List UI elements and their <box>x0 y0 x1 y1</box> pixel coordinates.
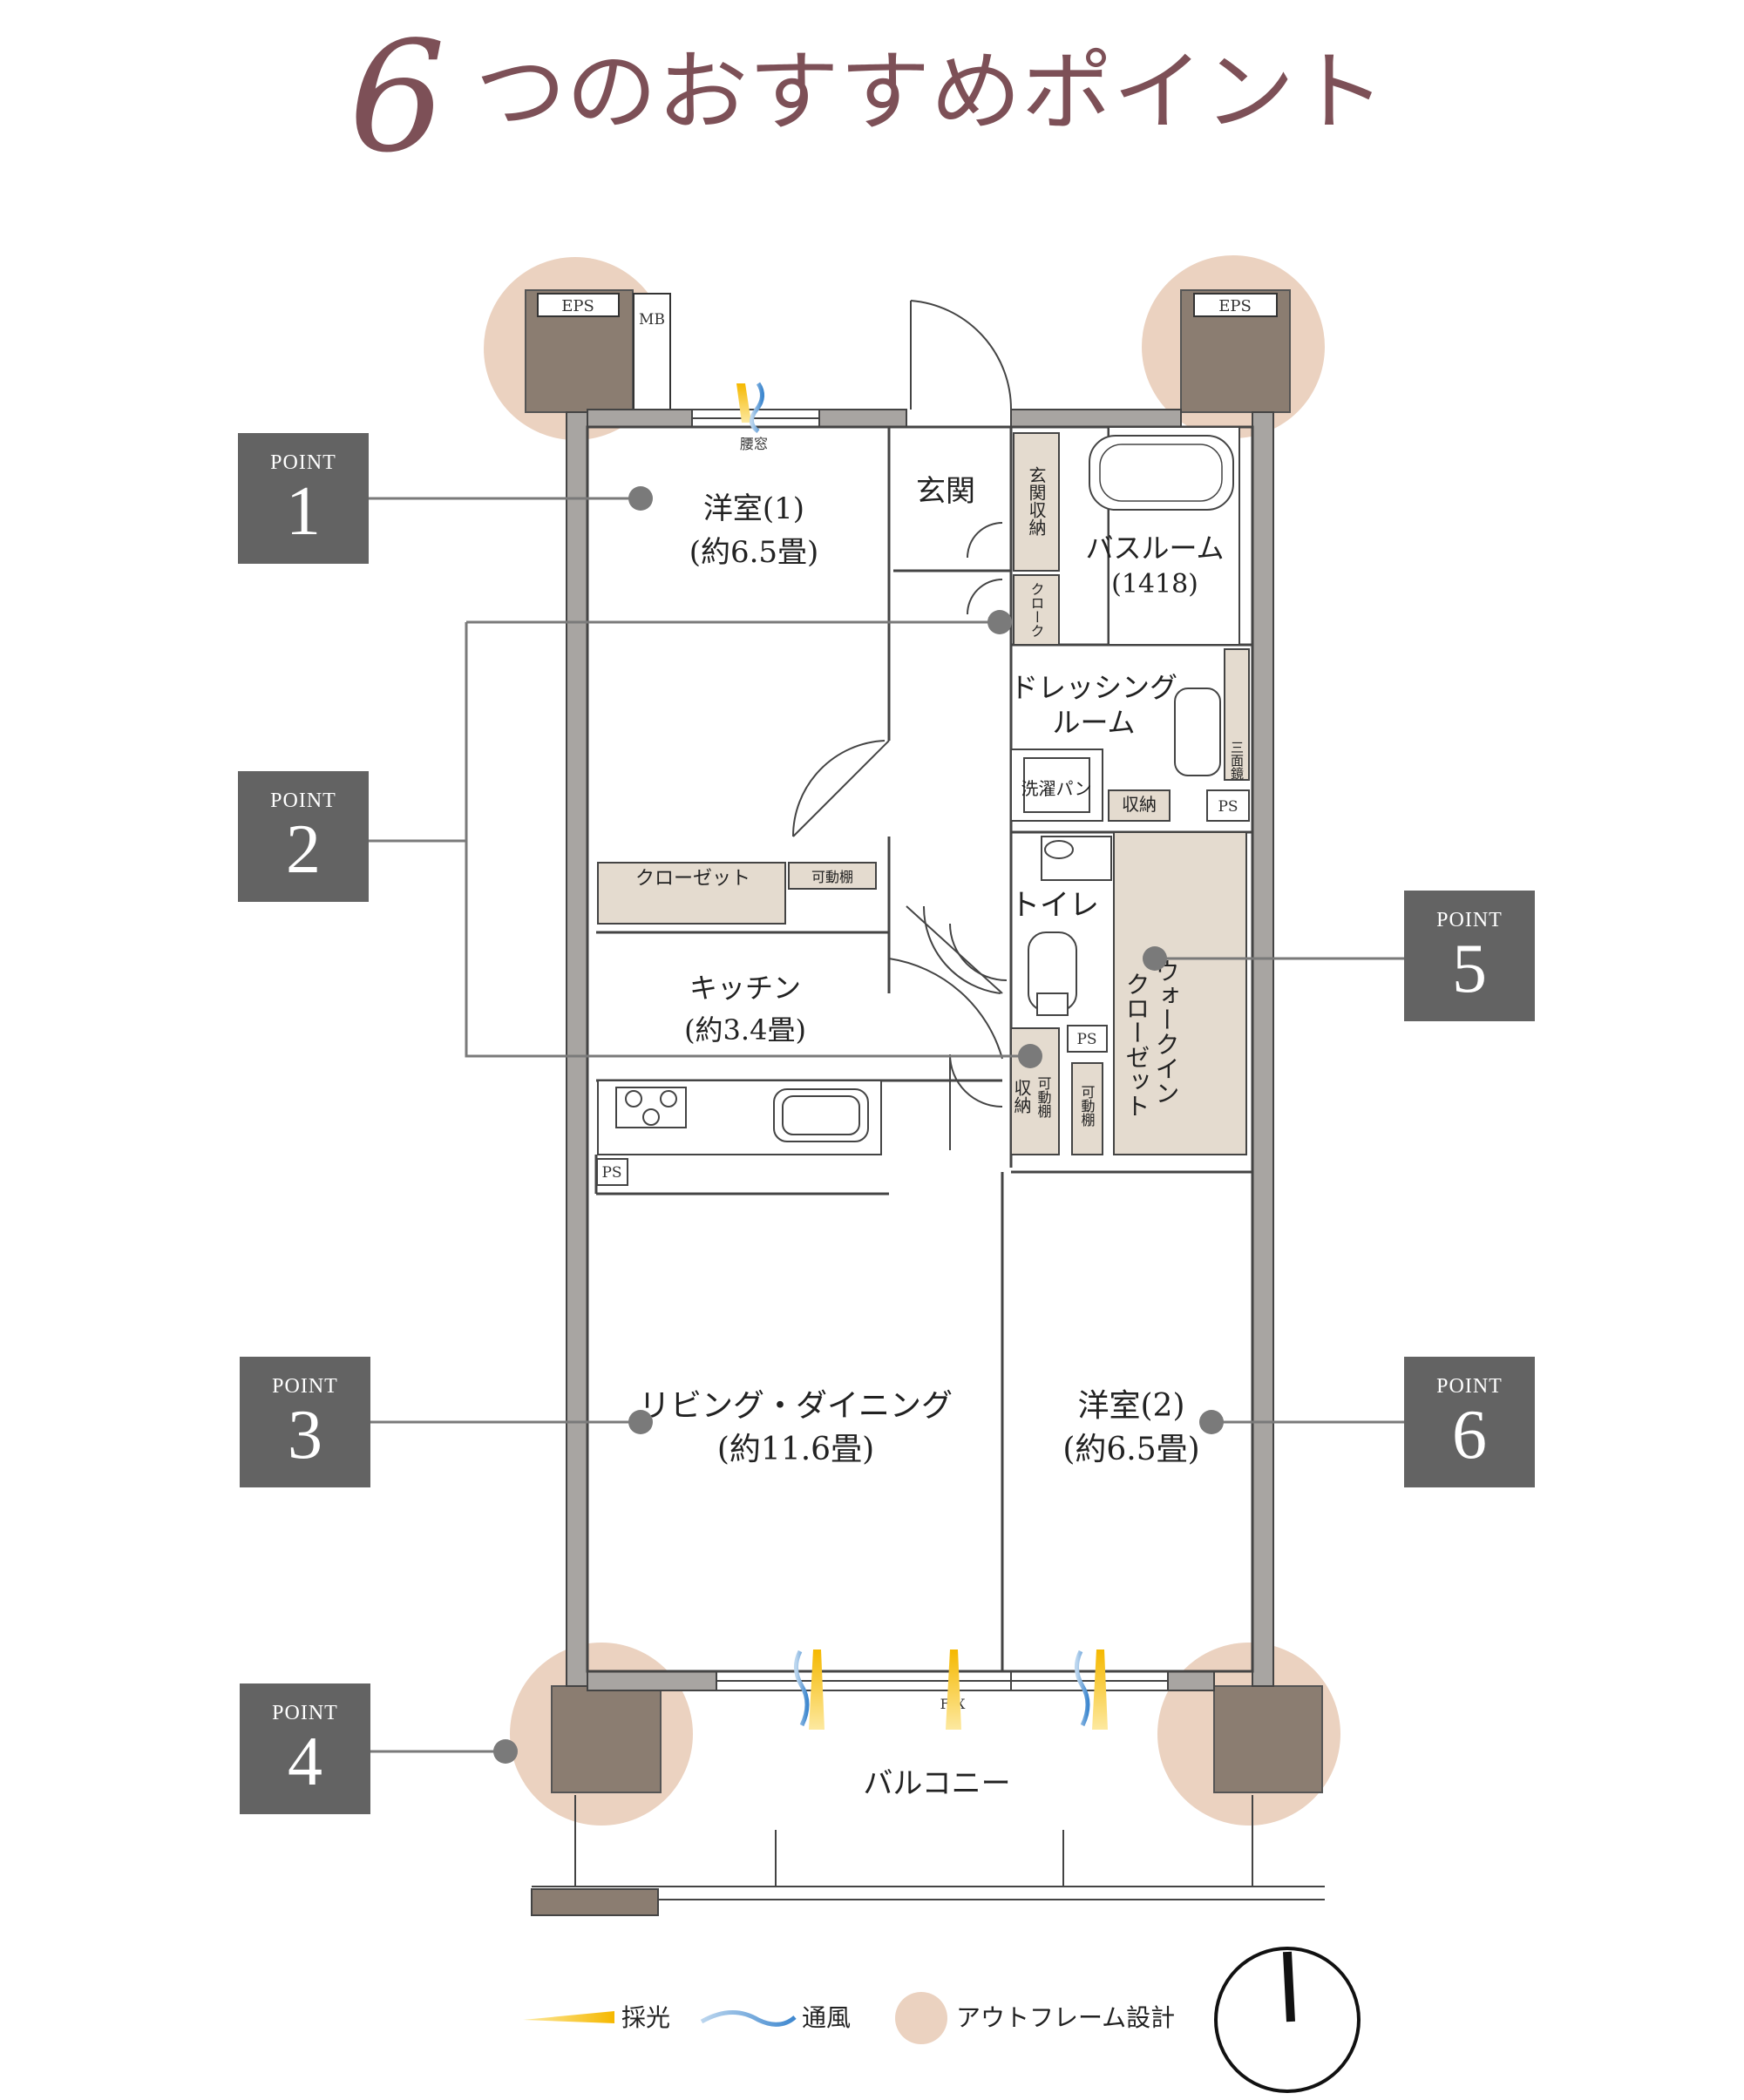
leader-lines <box>366 497 1404 1753</box>
legend: 採光 通風 アウトフレーム設計 <box>523 1992 1175 2044</box>
point-number: 3 <box>288 1397 322 1473</box>
title-number: 6 <box>349 10 445 174</box>
point-number: 5 <box>1452 931 1487 1007</box>
three-mirror-label: 三面鏡 <box>1229 741 1245 780</box>
room-labels: 洋室(1) (約6.5畳) 玄関 ドレッシング ルーム 洗濯パン 収納 トイレ … <box>635 474 1200 1467</box>
point-label: POINT <box>270 451 336 474</box>
point-label: POINT <box>270 789 336 812</box>
column-bottom-right <box>1213 1685 1323 1793</box>
legend-outframe-label: アウトフレーム設計 <box>956 2003 1175 2032</box>
bathroom-size: (1418) <box>1111 569 1198 600</box>
kitchen-name: キッチン <box>689 972 801 1005</box>
dressing-line1: ドレッシング <box>1010 671 1177 704</box>
column-bottom-left <box>551 1685 662 1793</box>
point-badge-6: POINT 6 <box>1404 1357 1535 1487</box>
eps-label-right: EPS <box>1218 297 1252 315</box>
movable-shelf-label-3: 可動棚 <box>1079 1085 1096 1128</box>
point-label: POINT <box>1436 1375 1503 1398</box>
western2-size: (約6.5畳) <box>1062 1432 1199 1467</box>
bathroom: バスルーム (1418) <box>1085 426 1240 646</box>
legend-wind-label: 通風 <box>802 2003 851 2032</box>
cloak-box <box>1013 574 1060 646</box>
movable-shelf-box-1 <box>788 862 877 890</box>
point-label: POINT <box>272 1702 338 1724</box>
legend-light-icon <box>523 2011 614 2023</box>
legend-wind-icon <box>700 2010 797 2027</box>
light-wind-symbols <box>736 382 1108 1730</box>
kitchen-size: (約3.4畳) <box>684 1013 806 1047</box>
eps-boxes: EPS EPS MB <box>537 293 1278 412</box>
washing-pan-label: 洗濯パン <box>1021 778 1092 799</box>
point-label: POINT <box>272 1375 338 1398</box>
entrance-label: 玄関 <box>916 474 975 509</box>
entrance-storage-box <box>1013 432 1060 572</box>
closet-box <box>597 862 786 925</box>
ps-label-toilet: PS <box>1076 1031 1096 1048</box>
storage-box-small <box>1108 789 1171 822</box>
walkin-line1: ウォークイン <box>1152 959 1181 1105</box>
north-compass-icon <box>1214 1947 1361 2093</box>
closet-label: クローゼット <box>635 868 750 890</box>
living-size: (約11.6畳) <box>717 1432 874 1467</box>
western1-name: 洋室(1) <box>703 491 804 526</box>
living-name: リビング・ダイニング <box>639 1388 953 1424</box>
eps-label-left: EPS <box>561 297 594 315</box>
movable-shelf-box-2 <box>1071 1062 1103 1155</box>
cloak-label: クローク <box>1028 582 1045 638</box>
storage-label-vertical: 収納 <box>1011 1079 1032 1114</box>
point-badge-4: POINT 4 <box>240 1683 370 1814</box>
point-badge-2: POINT 2 <box>238 771 369 902</box>
storage-areas <box>597 432 1250 1155</box>
outer-walls <box>566 409 1274 1691</box>
bathroom-name: バスルーム <box>1085 532 1224 565</box>
western2-name: 洋室(2) <box>1078 1388 1185 1424</box>
page-title: 6 つのおすすめポイント <box>349 10 1386 174</box>
dressing-fixtures <box>1010 688 1250 1016</box>
leader-dots <box>493 486 1224 1764</box>
kitchen-counter <box>597 1080 882 1155</box>
balcony <box>531 1795 1325 1916</box>
point-label: POINT <box>1436 909 1503 931</box>
movable-shelf-label-1: 可動棚 <box>811 869 853 885</box>
legend-light-label: 採光 <box>621 2003 670 2032</box>
point-badge-3: POINT 3 <box>240 1357 370 1487</box>
koshimado-label: 腰窓 <box>740 436 768 452</box>
legend-outframe-icon <box>895 1992 947 2044</box>
toilet-label: トイレ <box>1010 888 1099 923</box>
point-number: 6 <box>1452 1397 1487 1473</box>
mb-label: MB <box>639 311 665 329</box>
vertical-labels: 玄関収納 クローク 三面鏡 ウォークイン クローゼット 収納 可動棚 可動棚 <box>1011 466 1245 1128</box>
entrance-storage-label: 玄関収納 <box>1026 466 1047 536</box>
storage-label-dressing: 収納 <box>1122 794 1157 815</box>
doors <box>791 300 1013 1150</box>
ps-label-kitchen: PS <box>601 1164 621 1182</box>
mirror-box <box>1224 648 1250 781</box>
ps-label-dressing: PS <box>1218 798 1238 816</box>
point-number: 4 <box>288 1724 322 1800</box>
walkin-closet-box <box>1113 831 1247 1155</box>
title-text: つのおすすめポイント <box>475 41 1386 143</box>
point-badge-5: POINT 5 <box>1404 891 1535 1021</box>
point-number: 1 <box>286 473 321 550</box>
western1-size: (約6.5畳) <box>689 535 819 570</box>
point-badge-1: POINT 1 <box>238 433 369 564</box>
walkin-line2: クローゼット <box>1123 972 1151 1118</box>
dressing-line2: ルーム <box>1052 706 1135 739</box>
point-number: 2 <box>286 811 321 888</box>
balcony-label: バルコニー <box>863 1766 1010 1801</box>
movable-shelf-label-2: 可動棚 <box>1035 1076 1052 1119</box>
